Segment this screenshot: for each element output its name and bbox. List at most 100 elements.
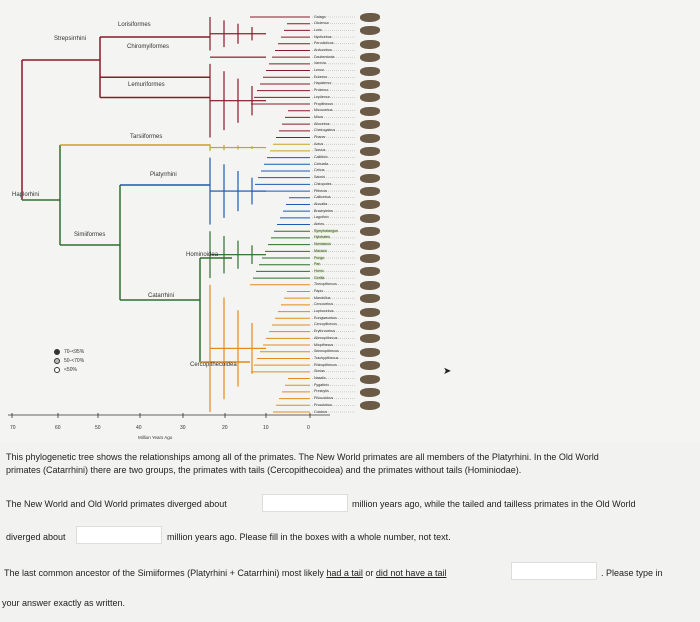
tip-label: Lemur [314, 68, 325, 73]
tip-label: Macaca [314, 248, 327, 253]
tip-label: Pygathrix [314, 382, 329, 387]
legend-filled-dot-icon [54, 349, 60, 355]
question-2-text: The last common ancestor of the Simiifor… [4, 568, 446, 578]
primate-silhouette-icon [360, 361, 380, 371]
tip-label: Otolemur [314, 21, 329, 26]
tip-label: Theropithecus [314, 282, 337, 287]
tip-label: Hapalemur [314, 81, 332, 86]
clade-label-chiromyiformes: Chiromyiformes [127, 44, 170, 50]
primate-silhouette-icon [360, 120, 380, 130]
tip-label: Arctocebus [314, 47, 332, 52]
primate-silhouette-icon [360, 213, 380, 223]
tip-label: Rungwecebus [314, 315, 337, 320]
primate-silhouette-icon [360, 160, 380, 170]
tip-label: Pan [314, 262, 321, 267]
clade-label-lorisiformes: Lorisiformes [118, 22, 151, 28]
primate-silhouette-icon [360, 133, 380, 143]
primate-silhouette-icon [360, 294, 380, 304]
tip-label: Presbytis [314, 389, 329, 394]
mouse-cursor-icon: ➤ [443, 366, 452, 377]
question-2-lead: The last common ancestor of the Simiifor… [4, 568, 327, 578]
primate-silhouette-icon [360, 200, 380, 210]
tip-label: Ateles [314, 222, 324, 227]
tip-label: Piliocolobus [314, 396, 334, 401]
primate-silhouette-icon [360, 254, 380, 264]
clade-label-strepsirrhini: Strepsirrhini [54, 36, 87, 42]
tip-label: Saimiri [314, 175, 325, 180]
tip-label: Nycticebus [314, 34, 332, 39]
tip-label: Trachypithecus [314, 355, 339, 360]
primate-silhouette-icon [360, 280, 380, 290]
question-1-text: million years ago, while the tailed and … [352, 499, 636, 509]
tip-label: Propithecus [314, 101, 333, 106]
clade-label-tarsiiformes: Tarsiiformes [130, 134, 163, 140]
primate-silhouette-icon [360, 173, 380, 183]
tip-label: Miopithecus [314, 342, 334, 347]
primate-silhouette-icon [360, 26, 380, 36]
primate-silhouette-icon [360, 53, 380, 63]
answer-box-common-ancestor-tail[interactable] [511, 562, 597, 580]
primate-silhouette-icon [360, 267, 380, 277]
legend-label: 50-<70% [64, 358, 85, 364]
clade-label-hominoidea: Hominoidea [186, 252, 219, 258]
tip-label: Lepilemur [314, 94, 330, 99]
tip-label: Lophocebus [314, 309, 334, 314]
tip-label: Cercocebus [314, 302, 334, 307]
tip-label: Homo [314, 268, 324, 273]
primate-silhouette-icon [360, 39, 380, 49]
tip-label: Semnopithecus [314, 349, 339, 354]
question-1-text: million years ago. Please fill in the bo… [167, 532, 451, 542]
primate-silhouette-icon [360, 401, 380, 411]
legend-empty-dot-icon [54, 367, 60, 373]
tip-label: Eulemur [314, 74, 328, 79]
primate-silhouette-icon [360, 334, 380, 344]
tip-label: Mirza [314, 114, 323, 119]
tip-label: Hylobates [314, 235, 330, 240]
tip-label: Rhinopithecus [314, 362, 337, 367]
tree-svg [8, 16, 356, 418]
tip-label: Simias [314, 369, 325, 374]
answer-box-platyrrhini-catarrhini-divergence[interactable] [262, 494, 348, 512]
tip-label: Symphalangus [314, 228, 338, 233]
axis-title: Million Years Ago [138, 435, 173, 440]
clade-label-cercopithecoidea: Cercopithecoidea [190, 362, 237, 368]
tip-label: Galago [314, 14, 326, 19]
tip-label: Nomascus [314, 242, 331, 247]
tip-label: Perodicticus [314, 41, 334, 46]
paragraph-line: This phylogenetic tree shows the relatio… [6, 452, 599, 462]
primate-silhouette-icon [360, 320, 380, 330]
primate-silhouette-icon [360, 307, 380, 317]
tip-label: Nasalis [314, 376, 326, 381]
primate-silhouette-icon [360, 387, 380, 397]
legend-item: 70-<95% [54, 349, 84, 355]
tip-label: Cebuella [314, 161, 329, 166]
primate-silhouette-icon [360, 347, 380, 357]
tip-label: Daubentonia [314, 54, 335, 59]
axis-tick-label: 20 [222, 425, 228, 431]
tip-label: Cebus [314, 168, 325, 173]
legend-label: <50% [64, 367, 77, 373]
tip-label: Mandrillus [314, 295, 331, 300]
axis-tick-label: 70 [10, 425, 16, 431]
primate-silhouette-icon [360, 66, 380, 76]
tip-label: Pongo [314, 255, 325, 260]
legend-label: 70-<95% [64, 349, 85, 355]
primate-silhouette-icon [360, 13, 380, 22]
question-2-text: . Please type in [601, 568, 663, 578]
tip-label: Prolemur [314, 88, 329, 93]
question-2-text: your answer exactly as written. [2, 598, 126, 608]
legend-item: 50-<70% [54, 358, 84, 364]
answer-box-tailed-tailless-divergence[interactable] [76, 526, 162, 544]
tip-label: Alouatta [314, 201, 328, 206]
clade-label-haplorhini: Haplorhini [12, 192, 40, 198]
primate-silhouette-icon [360, 227, 380, 237]
tip-label: Aotus [314, 141, 324, 146]
tip-label: Varecia [314, 61, 326, 66]
tip-label: Loris [314, 27, 322, 32]
paragraph-line: primates (Catarrhini) there are two grou… [6, 465, 522, 475]
legend-item: <50% [54, 367, 84, 373]
clade-label-lemuriformes: Lemuriformes [128, 82, 165, 88]
question-2-or: or [362, 568, 376, 578]
axis-tick-label: 0 [307, 425, 310, 431]
tip-label: Gorilla [314, 275, 325, 280]
